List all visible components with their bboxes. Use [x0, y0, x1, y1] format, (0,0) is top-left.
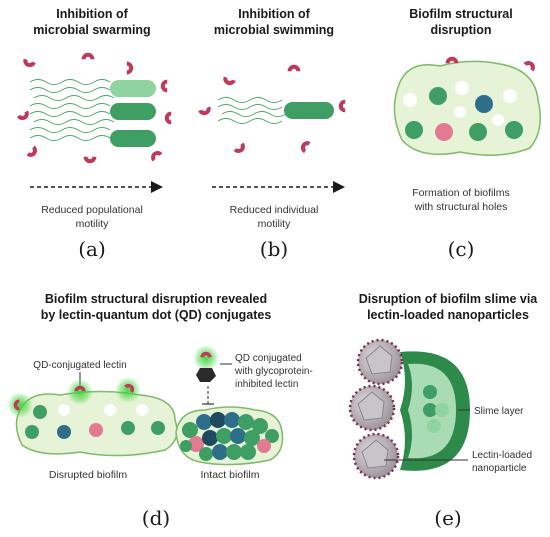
lectin-icon	[83, 156, 97, 164]
lectin-icon	[21, 58, 36, 69]
panel-c-title-line-2: disruption	[430, 23, 491, 37]
lectin-icon	[198, 106, 213, 117]
lectin-icon	[148, 148, 163, 162]
qd-glow	[115, 377, 141, 403]
qd-glow	[193, 345, 219, 371]
nanoparticle	[352, 432, 400, 480]
biofilm-cell	[505, 121, 523, 139]
disrupted-biofilm-label: Disrupted biofilm	[49, 469, 127, 481]
panel-b-title-line-2: microbial swimming	[214, 23, 334, 37]
panel-e-letter: (e)	[434, 506, 461, 530]
structural-hole	[104, 404, 116, 416]
panel-e-title-line-1: Disruption of biofilm slime via	[359, 292, 539, 306]
lectin-icon	[338, 99, 346, 113]
structural-hole	[503, 89, 517, 103]
biofilm-cell	[475, 95, 493, 113]
structural-hole	[454, 106, 466, 118]
lectin-icon	[160, 79, 168, 93]
panel-c-caption-line-2: with structural holes	[414, 201, 508, 213]
panel-c-caption-line-1: Formation of biofilms	[412, 187, 509, 199]
biofilm-cell	[469, 123, 487, 141]
panel-b: Inhibition of microbial swimming Reduced…	[198, 7, 346, 261]
panel-a-caption-line-1: Reduced populational	[41, 204, 143, 216]
biofilm-cell	[151, 421, 165, 435]
panel-d: Biofilm structural disruption revealed b…	[7, 292, 313, 530]
lectin-icon	[445, 56, 459, 64]
panel-b-caption-line-2: motility	[258, 218, 291, 230]
lectin-icon	[126, 61, 134, 75]
biofilm-cell	[423, 403, 437, 417]
bacterium	[110, 80, 156, 97]
lectin-icon	[287, 64, 301, 72]
slime-label: Slime layer	[474, 406, 524, 417]
structural-hole	[58, 404, 70, 416]
nanoparticle-label-line-2: nanoparticle	[472, 463, 527, 474]
panel-b-letter: (b)	[260, 237, 288, 261]
bacterium	[110, 130, 156, 147]
panel-a-title-line-2: microbial swarming	[33, 23, 150, 37]
qd-inhibited-label-line-1: QD conjugated	[235, 353, 302, 364]
biofilm-cell	[405, 121, 423, 139]
lectin-icon	[233, 142, 248, 156]
panel-d-letter: (d)	[142, 506, 170, 530]
biofilm-cell	[25, 425, 39, 439]
panel-b-title-line-1: Inhibition of	[238, 7, 310, 21]
biofilm-cell	[121, 421, 135, 435]
qd-glow	[7, 392, 33, 418]
bacterium	[110, 103, 156, 120]
qd-glow	[67, 379, 93, 405]
structural-hole	[492, 114, 504, 126]
intact-biofilm-label: Intact biofilm	[201, 469, 260, 481]
biofilm-cell	[89, 423, 103, 437]
qd-inhibited-label-line-3: inhibited lectin	[235, 379, 298, 390]
panel-a-title-line-1: Inhibition of	[56, 7, 128, 21]
panel-c: Biofilm structural disruption Formation …	[393, 7, 541, 261]
nanoparticle	[356, 338, 404, 386]
panel-c-title-line-1: Biofilm structural	[409, 7, 513, 21]
biofilm-cell	[435, 403, 449, 417]
nanoparticle-label-line-1: Lectin-loaded	[472, 450, 532, 461]
qd-lectin-label: QD-conjugated lectin	[33, 360, 126, 371]
panel-e-title-line-2: lectin-loaded nanoparticles	[367, 308, 529, 322]
structural-hole	[455, 81, 469, 95]
panel-e: Disruption of biofilm slime via lectin-l…	[348, 292, 539, 530]
panel-a: Inhibition of microbial swarming Reduced…	[16, 7, 172, 261]
biofilm-cell	[57, 425, 71, 439]
biofilm-cell	[427, 419, 441, 433]
lectin-icon	[16, 110, 32, 123]
structural-hole	[136, 404, 148, 416]
intact-biofilm-cells	[180, 412, 279, 461]
biofilm-cell	[423, 385, 437, 399]
panel-d-title-line-2: by lectin-quantum dot (QD) conjugates	[41, 308, 272, 322]
biofilm-cell	[33, 405, 47, 419]
swimming-flagella	[217, 97, 287, 124]
lectin-icon	[298, 138, 311, 154]
lectin-icon	[523, 58, 538, 72]
nanoparticle	[348, 384, 396, 432]
biofilm-cell	[435, 123, 453, 141]
swarming-flagella	[29, 79, 115, 141]
structural-hole	[403, 93, 417, 107]
lectin-icon	[221, 76, 236, 87]
lectin-icon	[26, 145, 40, 160]
panel-c-letter: (c)	[448, 237, 475, 261]
panel-b-caption-line-1: Reduced individual	[230, 204, 319, 216]
biofilm-cell	[429, 87, 447, 105]
panel-a-letter: (a)	[78, 237, 106, 261]
lectin-icon	[81, 52, 95, 60]
lectin-icon	[164, 111, 172, 125]
biofilm	[393, 60, 541, 156]
bacterium	[284, 102, 334, 119]
glycoprotein-icon	[196, 368, 216, 382]
panel-a-caption-line-2: motility	[76, 218, 109, 230]
qd-inhibited-label-line-2: with glycoprotein-	[234, 366, 313, 377]
panel-d-title-line-1: Biofilm structural disruption revealed	[45, 292, 267, 306]
